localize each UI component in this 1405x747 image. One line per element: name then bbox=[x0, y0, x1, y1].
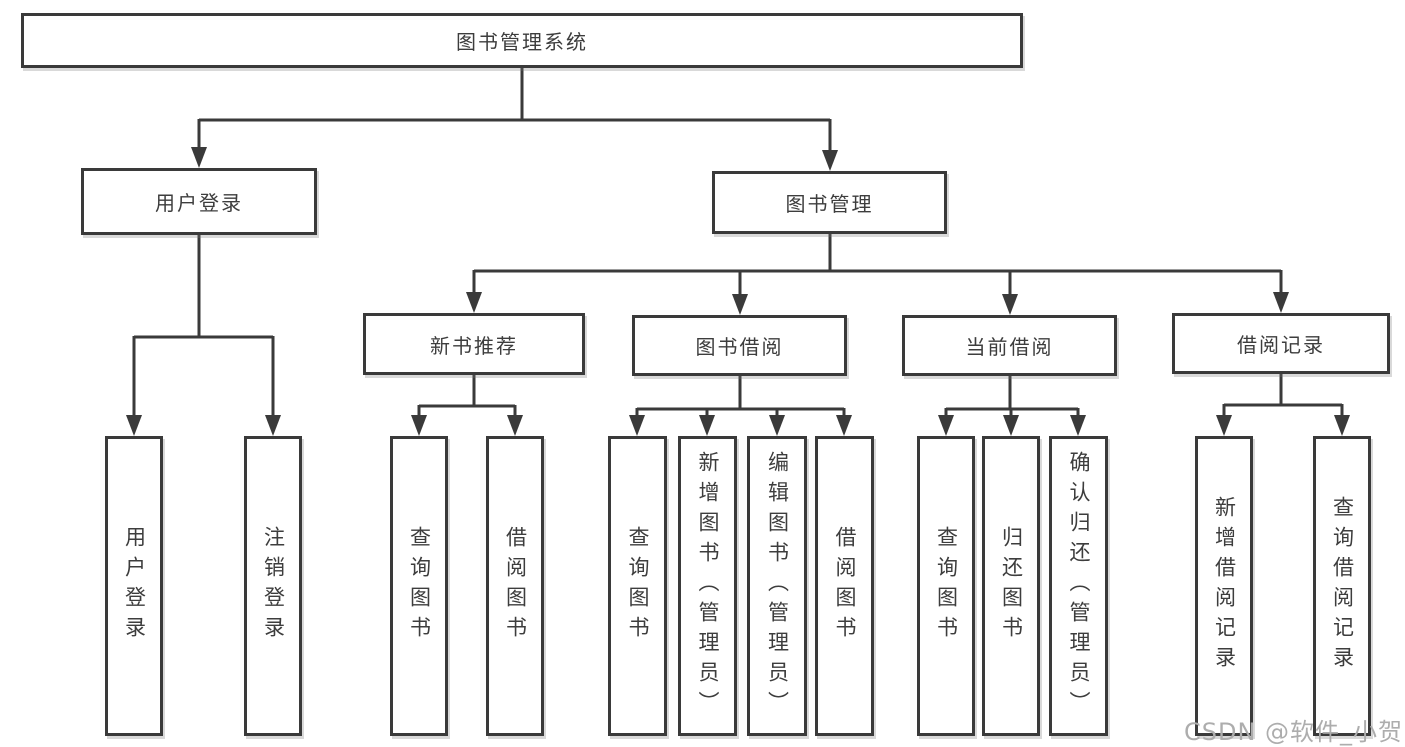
node-new-book-recommend: 新书推荐 bbox=[363, 313, 585, 375]
leaf-recommend-query-books: 查询图书 bbox=[390, 436, 448, 736]
node-current-borrowing: 当前借阅 bbox=[902, 315, 1117, 376]
leaf-borrowing-borrow-books: 借阅图书 bbox=[815, 436, 874, 736]
node-borrowing-records: 借阅记录 bbox=[1172, 313, 1390, 374]
node-root-library-management-system: 图书管理系统 bbox=[21, 13, 1023, 68]
leaf-borrowing-query-books-label: 查询图书 bbox=[626, 526, 650, 646]
csdn-watermark: CSDN @软件_小贺同学 bbox=[1184, 718, 1405, 746]
node-book-management-label: 图书管理 bbox=[785, 192, 874, 216]
leaf-return-books: 归还图书 bbox=[982, 436, 1040, 736]
leaf-logout: 注销登录 bbox=[244, 436, 302, 736]
leaf-recommend-borrow-books-label: 借阅图书 bbox=[503, 526, 528, 646]
leaf-logout-label: 注销登录 bbox=[261, 526, 286, 646]
leaf-confirm-return-admin: 确认归还（管理员） bbox=[1049, 436, 1108, 736]
node-user-login-label: 用户登录 bbox=[155, 191, 243, 215]
leaf-borrowing-query-books: 查询图书 bbox=[608, 436, 667, 736]
leaf-add-books-admin-label: 新增图书（管理员） bbox=[696, 451, 720, 721]
leaf-borrowing-borrow-books-label: 借阅图书 bbox=[833, 526, 857, 646]
node-current-borrowing-label: 当前借阅 bbox=[965, 335, 1054, 359]
leaf-user-login-label: 用户登录 bbox=[122, 526, 147, 646]
leaf-add-borrow-record: 新增借阅记录 bbox=[1195, 436, 1253, 736]
leaf-edit-books-admin-label: 编辑图书（管理员） bbox=[765, 451, 790, 721]
node-book-borrowing-label: 图书借阅 bbox=[695, 335, 784, 359]
node-book-management: 图书管理 bbox=[712, 171, 947, 234]
leaf-query-borrow-record-label: 查询借阅记录 bbox=[1330, 496, 1355, 676]
leaf-add-borrow-record-label: 新增借阅记录 bbox=[1212, 496, 1237, 676]
leaf-recommend-borrow-books: 借阅图书 bbox=[486, 436, 544, 736]
leaf-user-login: 用户登录 bbox=[105, 436, 163, 736]
node-root-label: 图书管理系统 bbox=[456, 30, 588, 54]
leaf-return-books-label: 归还图书 bbox=[999, 526, 1024, 646]
leaf-add-books-admin: 新增图书（管理员） bbox=[678, 436, 737, 736]
node-user-login: 用户登录 bbox=[81, 168, 317, 235]
node-new-book-recommend-label: 新书推荐 bbox=[430, 333, 518, 358]
leaf-edit-books-admin: 编辑图书（管理员） bbox=[747, 436, 807, 736]
node-book-borrowing: 图书借阅 bbox=[632, 315, 847, 376]
leaf-current-query-books-label: 查询图书 bbox=[934, 526, 959, 646]
leaf-recommend-query-books-label: 查询图书 bbox=[407, 526, 432, 646]
leaf-current-query-books: 查询图书 bbox=[917, 436, 975, 736]
node-borrowing-records-label: 借阅记录 bbox=[1237, 333, 1325, 357]
leaf-query-borrow-record: 查询借阅记录 bbox=[1313, 436, 1371, 736]
leaf-confirm-return-admin-label: 确认归还（管理员） bbox=[1067, 451, 1091, 721]
